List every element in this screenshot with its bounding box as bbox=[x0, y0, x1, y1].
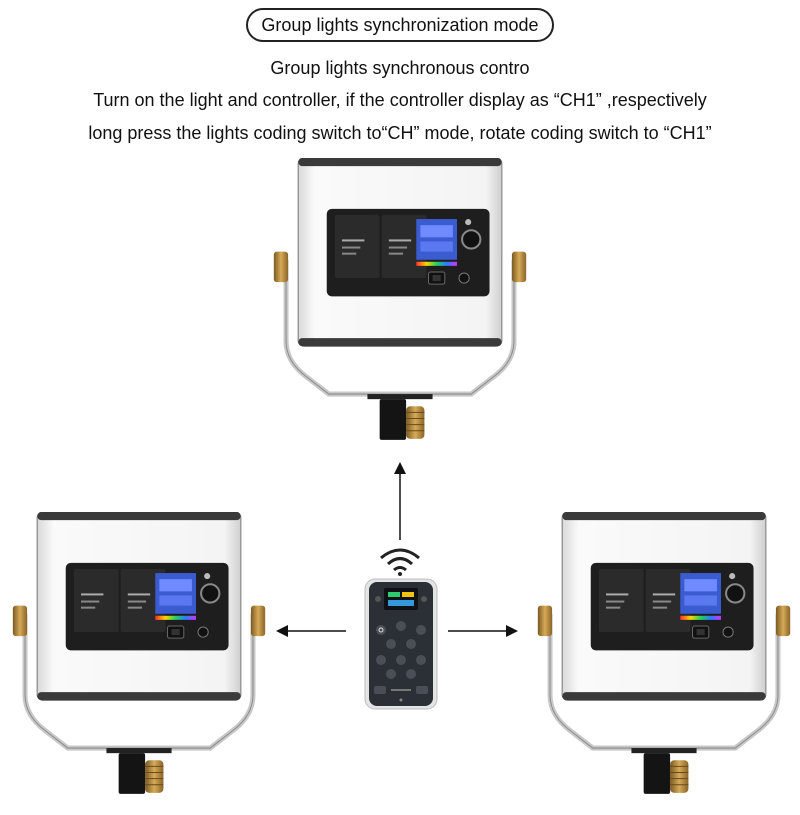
instruction-line-1: Turn on the light and controller, if the… bbox=[0, 90, 800, 111]
wifi-signal-icon bbox=[377, 546, 423, 576]
arrow-left-icon bbox=[276, 621, 348, 641]
remote-controller bbox=[364, 578, 438, 710]
left-video-light bbox=[5, 512, 273, 802]
arrow-up-icon bbox=[390, 462, 410, 542]
page-title: Group lights synchronization mode bbox=[246, 8, 554, 42]
top-video-light bbox=[265, 158, 535, 448]
right-video-light bbox=[530, 512, 798, 802]
subtitle: Group lights synchronous contro bbox=[0, 58, 800, 79]
instruction-line-2: long press the lights coding switch to“C… bbox=[0, 123, 800, 144]
arrow-right-icon bbox=[446, 621, 518, 641]
